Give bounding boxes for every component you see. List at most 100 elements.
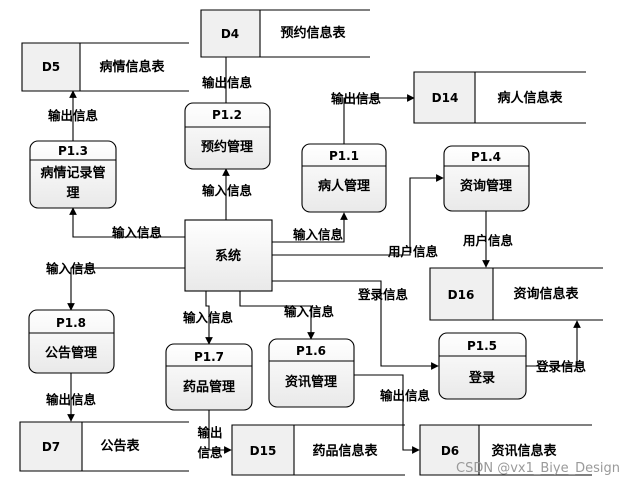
store-name: 资询信息表 xyxy=(513,286,579,302)
process-id: P1.7 xyxy=(194,350,224,364)
store-id: D16 xyxy=(448,288,475,302)
flow-label: 输出 xyxy=(197,425,222,440)
process-box xyxy=(438,332,527,400)
process-p14: P1.4 资询管理 xyxy=(443,145,530,212)
process-p15: P1.5 登录 xyxy=(438,332,527,400)
process-p16: P1.6 资讯管理 xyxy=(268,338,355,408)
data-store-d6: D6 资讯信息表 xyxy=(419,424,592,476)
flow-p16-d6 xyxy=(354,374,420,454)
process-p12: P1.2 预约管理 xyxy=(184,102,271,170)
flow-p11-d14 xyxy=(343,94,415,144)
flow-lines xyxy=(67,41,581,454)
process-p11: P1.1 病人管理 xyxy=(301,143,387,213)
process-name-line-1: 病情记录管 xyxy=(40,165,105,181)
store-outline xyxy=(419,424,592,476)
process-id: P1.1 xyxy=(329,149,359,163)
flow-label: 输出信息 xyxy=(46,392,97,407)
system-box xyxy=(184,219,273,292)
process-name: 资讯管理 xyxy=(285,374,337,390)
store-id-cell xyxy=(430,268,493,320)
store-id: D4 xyxy=(221,27,239,41)
flow-sys-p13 xyxy=(69,207,185,238)
store-outline xyxy=(231,424,405,476)
flow-sys-p16 xyxy=(239,291,315,340)
process-name: 资询管理 xyxy=(460,178,512,194)
store-outline xyxy=(19,421,189,472)
process-p13: P1.3 病情记录管 理 xyxy=(29,140,117,209)
store-id: D15 xyxy=(250,444,277,458)
process-id: P1.4 xyxy=(471,150,501,164)
flow-label: 登录信息 xyxy=(535,359,587,374)
flow-label: 输出信息 xyxy=(380,388,431,403)
process-id: P1.2 xyxy=(212,108,242,122)
data-store-d4: D4 预约信息表 xyxy=(200,9,370,58)
flow-label: 输入信息 xyxy=(46,261,97,276)
store-outline xyxy=(413,71,586,124)
store-outline xyxy=(429,267,603,321)
flow-sys-p17 xyxy=(205,291,213,345)
store-id-cell xyxy=(20,422,82,471)
flow-label: 输出信息 xyxy=(48,108,99,123)
flow-label: 用户信息 xyxy=(462,233,514,248)
flow-sys-p15 xyxy=(272,280,439,370)
store-name: 资讯信息表 xyxy=(491,443,557,459)
process-name: 药品管理 xyxy=(183,379,235,395)
flow-label: 用户信息 xyxy=(387,244,439,259)
flow-sys-p18 xyxy=(67,267,185,311)
data-store-d15: D15 药品信息表 xyxy=(231,424,405,476)
system-node: 系统 xyxy=(184,219,273,292)
store-id: D5 xyxy=(42,60,60,74)
flow-sys-p14 xyxy=(272,174,444,256)
process-id: P1.8 xyxy=(56,316,86,330)
process-id: P1.6 xyxy=(296,344,326,358)
system-label: 系统 xyxy=(215,248,241,264)
process-name: 病人管理 xyxy=(318,178,370,194)
flow-sys-p11 xyxy=(272,212,348,243)
flow-label: 输入信息 xyxy=(284,304,335,319)
flow-label: 登录信息 xyxy=(357,287,409,302)
store-outline xyxy=(21,42,189,92)
flow-label: 输入信息 xyxy=(293,227,344,242)
process-name: 预约管理 xyxy=(201,139,253,155)
process-box xyxy=(443,145,530,212)
store-name: 公告表 xyxy=(100,438,140,454)
store-id-cell xyxy=(420,425,479,475)
flow-label: 输出信息 xyxy=(202,75,253,90)
process-box xyxy=(268,338,355,408)
process-box xyxy=(301,143,387,213)
process-box xyxy=(28,309,115,374)
store-id-cell xyxy=(232,425,294,475)
process-p18: P1.8 公告管理 xyxy=(28,309,115,374)
process-box xyxy=(165,343,253,411)
process-p17: P1.7 药品管理 xyxy=(165,343,253,411)
flow-label: 输入信息 xyxy=(112,225,163,240)
data-store-d14: D14 病人信息表 xyxy=(413,71,586,124)
flow-labels: 输出信息 输入信息 输出信息 输入信息 输出信息 输入信息 用户信息 用户信息 … xyxy=(46,75,587,460)
data-store-d16: D16 资询信息表 xyxy=(429,267,603,321)
store-id-cell xyxy=(414,72,475,123)
store-name: 药品信息表 xyxy=(312,443,378,459)
flow-label: 输出信息 xyxy=(331,91,382,106)
store-name: 预约信息表 xyxy=(280,25,346,41)
process-box xyxy=(29,140,117,209)
data-store-d5: D5 病情信息表 xyxy=(21,42,189,92)
store-outline xyxy=(200,9,370,58)
store-id: D7 xyxy=(42,440,60,454)
process-id: P1.5 xyxy=(467,339,497,353)
flow-p17-d15 xyxy=(208,410,232,454)
flow-label: 输入信息 xyxy=(183,310,234,325)
process-id: P1.3 xyxy=(58,144,88,158)
store-id-cell xyxy=(201,10,260,57)
store-id: D6 xyxy=(441,444,459,458)
flow-label: 输入信息 xyxy=(202,183,253,198)
store-name: 病人信息表 xyxy=(497,90,563,106)
store-name: 病情信息表 xyxy=(99,59,165,75)
flow-p15-d16 xyxy=(526,320,581,367)
process-name-line-2: 理 xyxy=(66,186,79,201)
process-name: 登录 xyxy=(468,370,495,386)
watermark-text: CSDN @vx1_Biye_Design xyxy=(456,461,620,476)
process-name: 公告管理 xyxy=(45,345,97,361)
data-store-d7: D7 公告表 xyxy=(19,421,189,472)
process-box xyxy=(184,102,271,170)
